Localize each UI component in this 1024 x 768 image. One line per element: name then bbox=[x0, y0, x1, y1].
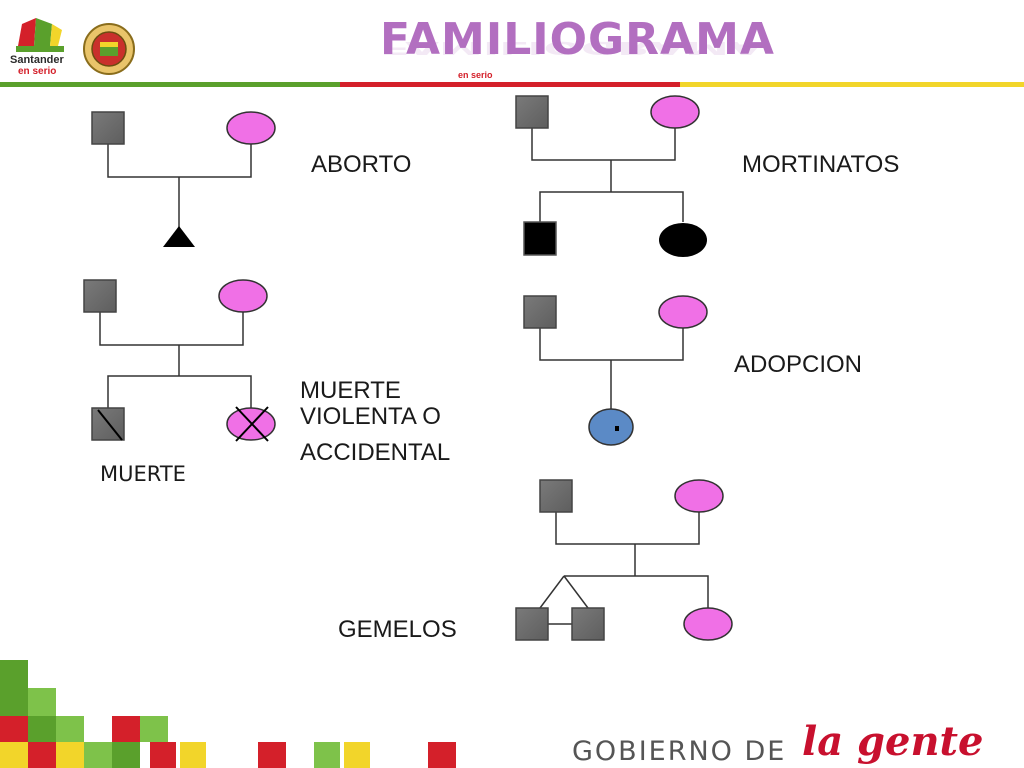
label-mortinatos: MORTINATOS bbox=[742, 151, 900, 178]
santander-logo: Santander en serio bbox=[8, 16, 72, 77]
female-circle bbox=[650, 95, 700, 129]
gemelos-genogram bbox=[539, 512, 709, 625]
female-circle bbox=[674, 479, 724, 513]
page-title: FAMILIOGRAMA bbox=[380, 14, 775, 65]
adopted-child-circle bbox=[588, 408, 634, 446]
label-muerte-violenta-2: VIOLENTA O bbox=[300, 403, 441, 430]
male-square bbox=[91, 111, 125, 145]
adopted-dot bbox=[615, 426, 619, 431]
twin-male-square bbox=[515, 607, 549, 641]
female-circle bbox=[218, 279, 268, 313]
twin-male-square bbox=[571, 607, 605, 641]
logo-text-bottom: en serio bbox=[18, 66, 57, 77]
female-circle bbox=[658, 295, 708, 329]
female-circle bbox=[226, 111, 276, 145]
aborto-triangle bbox=[163, 226, 195, 247]
stillborn-female-circle bbox=[659, 223, 707, 257]
label-muerte-violenta-1: MUERTE bbox=[300, 377, 401, 404]
female-circle bbox=[683, 607, 733, 641]
male-square bbox=[539, 479, 573, 513]
aborto-genogram bbox=[107, 144, 252, 228]
male-square bbox=[523, 295, 557, 329]
label-adopcion: ADOPCION bbox=[734, 351, 863, 378]
muerte-genogram bbox=[99, 312, 252, 408]
seal-logo bbox=[82, 22, 136, 76]
adopcion-genogram bbox=[539, 327, 684, 409]
label-muerte: MUERTE bbox=[100, 462, 186, 486]
subtitle-small: en serio bbox=[458, 70, 493, 80]
stillborn-male-square bbox=[523, 221, 557, 256]
mortinatos-genogram bbox=[531, 128, 684, 222]
label-aborto: ABORTO bbox=[311, 151, 412, 178]
male-square bbox=[83, 279, 117, 313]
label-muerte-violenta-3: ACCIDENTAL bbox=[300, 439, 451, 466]
label-gemelos: GEMELOS bbox=[338, 616, 457, 643]
footer-gobierno: GOBIERNO DE bbox=[572, 736, 787, 767]
header-stripe bbox=[0, 82, 1024, 87]
logo-text-top: Santander bbox=[10, 54, 64, 66]
male-square bbox=[515, 95, 549, 129]
footer-mosaic bbox=[0, 660, 456, 768]
footer-la-gente: la gente bbox=[802, 718, 984, 765]
